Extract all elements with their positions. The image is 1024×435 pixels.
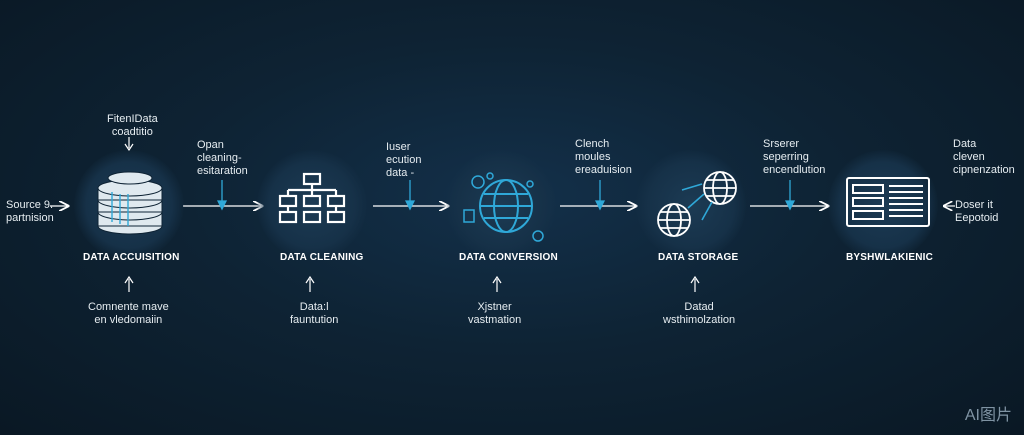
hierarchy-icon <box>278 172 346 224</box>
top-note-6: Data cleven cipnenzation <box>953 138 1015 176</box>
globes-network-icon <box>657 171 737 237</box>
input-source-note: Source 9. partnision <box>6 199 54 224</box>
stage-label-conversion: DATA CONVERSION <box>459 252 558 263</box>
watermark: AI图片 <box>964 407 1012 424</box>
bottom-note-4: Datad wsthimolzation <box>663 301 736 326</box>
top-note-3: Iuser ecution data - <box>386 141 422 179</box>
globe-gear-icon <box>463 172 544 242</box>
stage-label-acquisition: DATA ACCUISITION <box>83 252 180 263</box>
top-note-4: Clench moules ereaduision <box>575 138 632 176</box>
stage-label-storage: DATA STORAGE <box>658 252 739 263</box>
stage-label-final: BYSHWLAKIENIC <box>846 252 934 263</box>
bottom-note-3: Xjstner vastmation <box>468 301 522 326</box>
top-note-5: Srserer seperring encendlution <box>763 138 826 176</box>
top-note-2: Opan cleaning- esitaration <box>197 139 248 177</box>
dashboard-panel-icon <box>846 177 930 227</box>
database-disk-icon <box>97 171 163 235</box>
stage-label-cleaning: DATA CLEANING <box>280 252 364 263</box>
output-note: Doser it Eepotoid <box>955 199 999 224</box>
top-note-1: FitenIData coadtitio <box>107 113 158 138</box>
bottom-note-1: Comnente mave en vledomaiin <box>88 301 169 326</box>
bottom-note-2: Data:l fauntution <box>290 301 339 326</box>
